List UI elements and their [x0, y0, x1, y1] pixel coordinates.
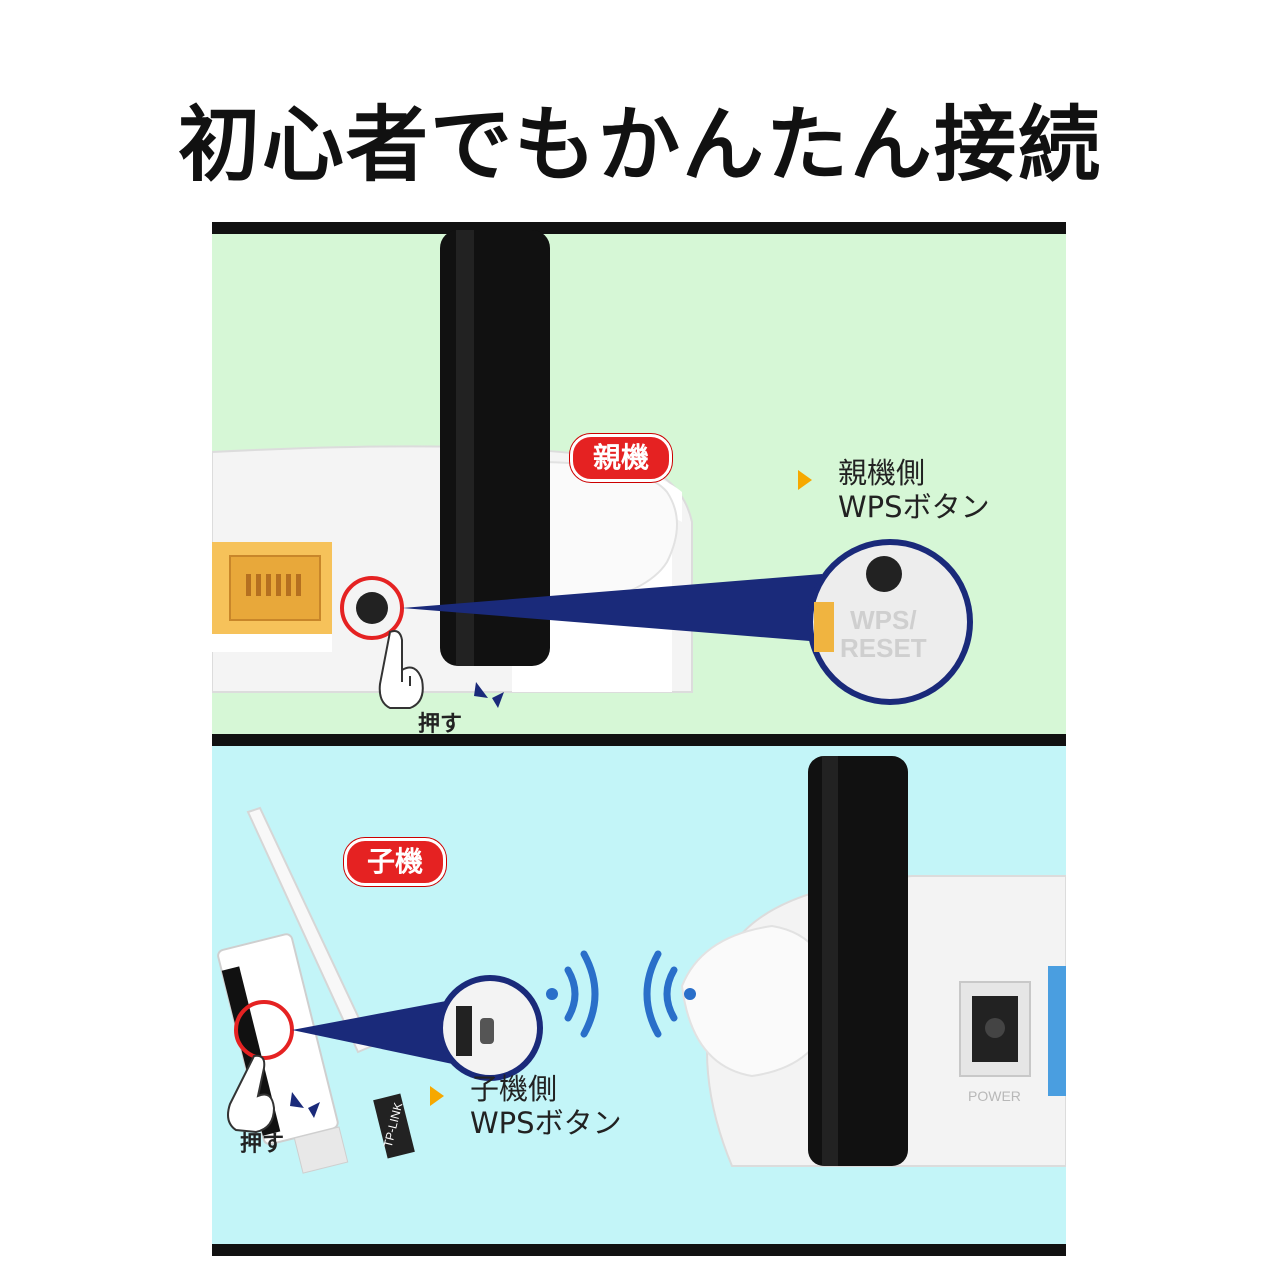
wifi-signal-icon [546, 950, 696, 1038]
parent-wps-callout-line2: WPSボタン [838, 490, 990, 524]
parent-wps-callout: 親機側 WPSボタン [798, 456, 990, 524]
child-wps-callout: 子機側 WPSボタン [430, 1072, 622, 1140]
parent-press-label: 押す [418, 712, 463, 737]
parent-wps-callout-line1: 親機側 [838, 456, 926, 490]
parent-router-illustration [212, 222, 1066, 746]
child-adapter-illustration [212, 746, 1066, 1256]
power-port-label: POWER [968, 1088, 1021, 1104]
child-wps-callout-line1: 子機側 [470, 1072, 558, 1106]
child-wps-callout-line2: WPSボタン [470, 1106, 622, 1140]
child-badge: 子機 [344, 838, 447, 886]
child-press-label: 押す [240, 1132, 285, 1157]
zoom-wps-reset-label: WPS/ RESET [840, 605, 927, 663]
parent-router-panel: 親機 親機側 WPSボタン WPS/ RESET 押す [212, 222, 1066, 746]
parent-badge: 親機 [570, 434, 673, 482]
chevron-right-icon [798, 470, 812, 490]
hand-pointer-icon [378, 630, 424, 709]
child-adapter-panel: 子機 子機側 WPSボタン POWER TP-LINK 押す [212, 746, 1066, 1256]
headline: 初心者でもかんたん接続 [177, 98, 1102, 193]
hand-pointer-icon [227, 1054, 276, 1134]
chevron-right-icon [430, 1086, 444, 1106]
